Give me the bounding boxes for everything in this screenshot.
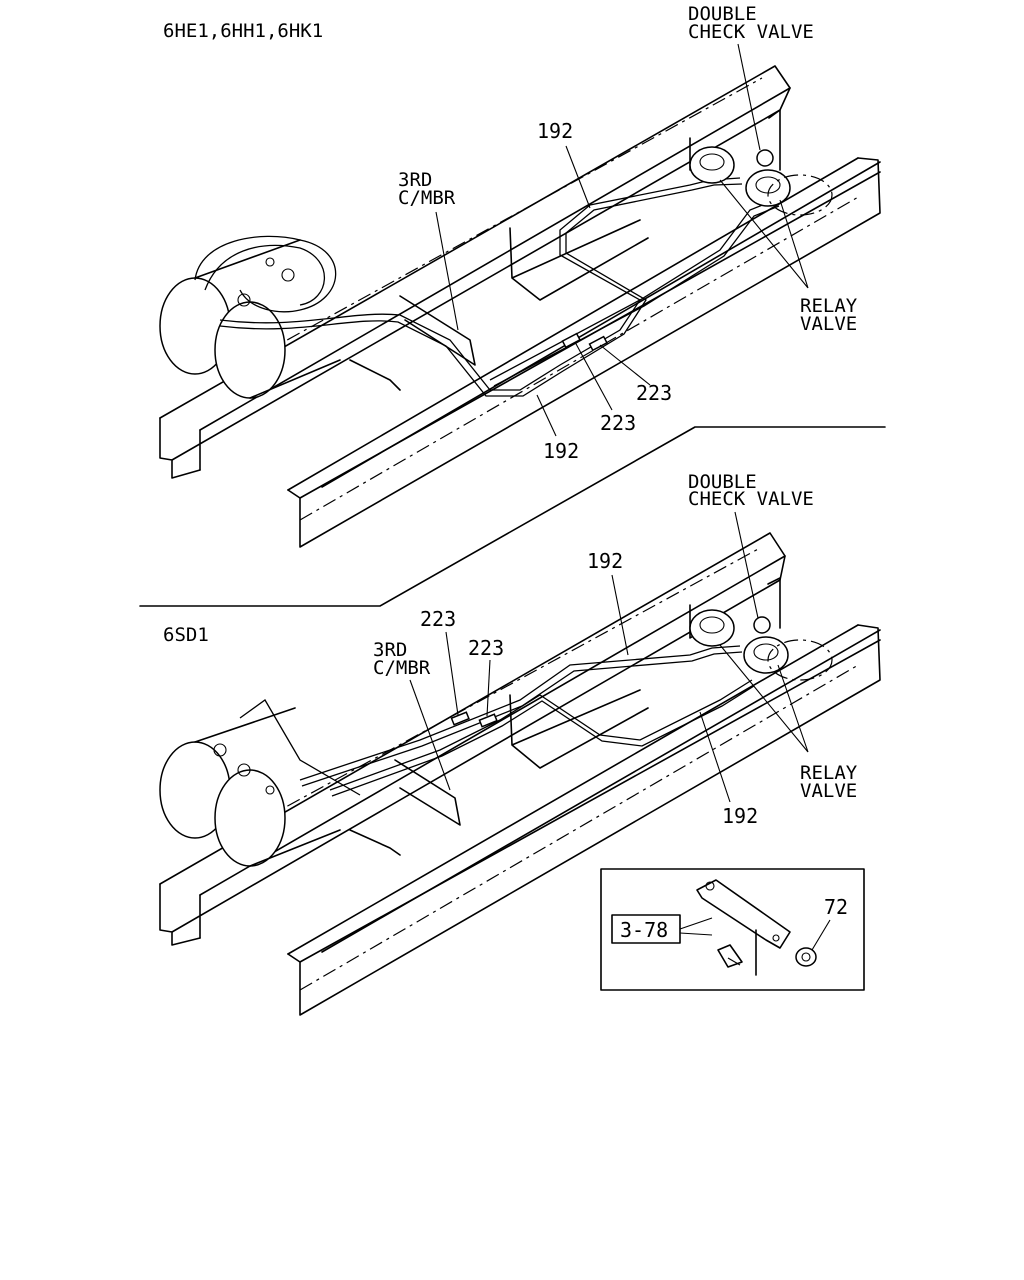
bottom-double-check-label-1: DOUBLE bbox=[688, 471, 757, 493]
top-part-223-a: 223 bbox=[600, 411, 636, 435]
top-frame-rails bbox=[159, 65, 881, 548]
bottom-relay-label-1: RELAY bbox=[800, 762, 858, 784]
top-engine-label: 6HE1,6HH1,6HK1 bbox=[163, 20, 323, 42]
top-part-223-b: 223 bbox=[636, 381, 672, 405]
top-air-tank bbox=[159, 235, 341, 399]
top-part-192-lower: 192 bbox=[543, 439, 579, 463]
view-divider bbox=[139, 426, 886, 607]
bottom-engine-label: 6SD1 bbox=[163, 624, 209, 646]
bottom-3rd-member-label-2: C/MBR bbox=[373, 657, 431, 679]
bracket-inset: 3-78 72 bbox=[600, 868, 865, 991]
top-pipes bbox=[219, 177, 780, 397]
bottom-relay-label-2: VALVE bbox=[800, 780, 857, 802]
top-relay-label-2: VALVE bbox=[800, 313, 857, 335]
top-relay-label-1: RELAY bbox=[800, 295, 858, 317]
bottom-part-223-a: 223 bbox=[420, 607, 456, 631]
bottom-pipes bbox=[299, 645, 755, 797]
top-relay-valves bbox=[689, 146, 833, 216]
bottom-view: 6SD1 bbox=[159, 471, 881, 1016]
bottom-part-192-upper: 192 bbox=[587, 549, 623, 573]
bottom-labels: DOUBLE CHECK VALVE 192 223 223 3RD C/MBR… bbox=[373, 471, 858, 828]
bottom-frame-rails bbox=[159, 532, 881, 1016]
bottom-double-check-label-2: CHECK VALVE bbox=[688, 488, 814, 510]
top-double-check-label-1: DOUBLE bbox=[688, 3, 757, 25]
bottom-air-tank bbox=[159, 699, 361, 867]
inset-part-72: 72 bbox=[824, 895, 848, 919]
top-labels: DOUBLE CHECK VALVE 3RD C/MBR 192 RELAY V… bbox=[398, 3, 858, 463]
inset-ref-label: 3-78 bbox=[620, 918, 668, 942]
bottom-part-192-lower: 192 bbox=[722, 804, 758, 828]
bottom-part-223-b: 223 bbox=[468, 636, 504, 660]
top-part-192-upper: 192 bbox=[537, 119, 573, 143]
top-double-check-label-2: CHECK VALVE bbox=[688, 21, 814, 43]
top-view: 6HE1,6HH1,6HK1 bbox=[159, 3, 881, 548]
top-3rd-member-label-2: C/MBR bbox=[398, 187, 456, 209]
bottom-relay-valves bbox=[689, 609, 833, 681]
bottom-3rd-member-label-1: 3RD bbox=[373, 639, 407, 661]
top-3rd-member-label-1: 3RD bbox=[398, 169, 432, 191]
